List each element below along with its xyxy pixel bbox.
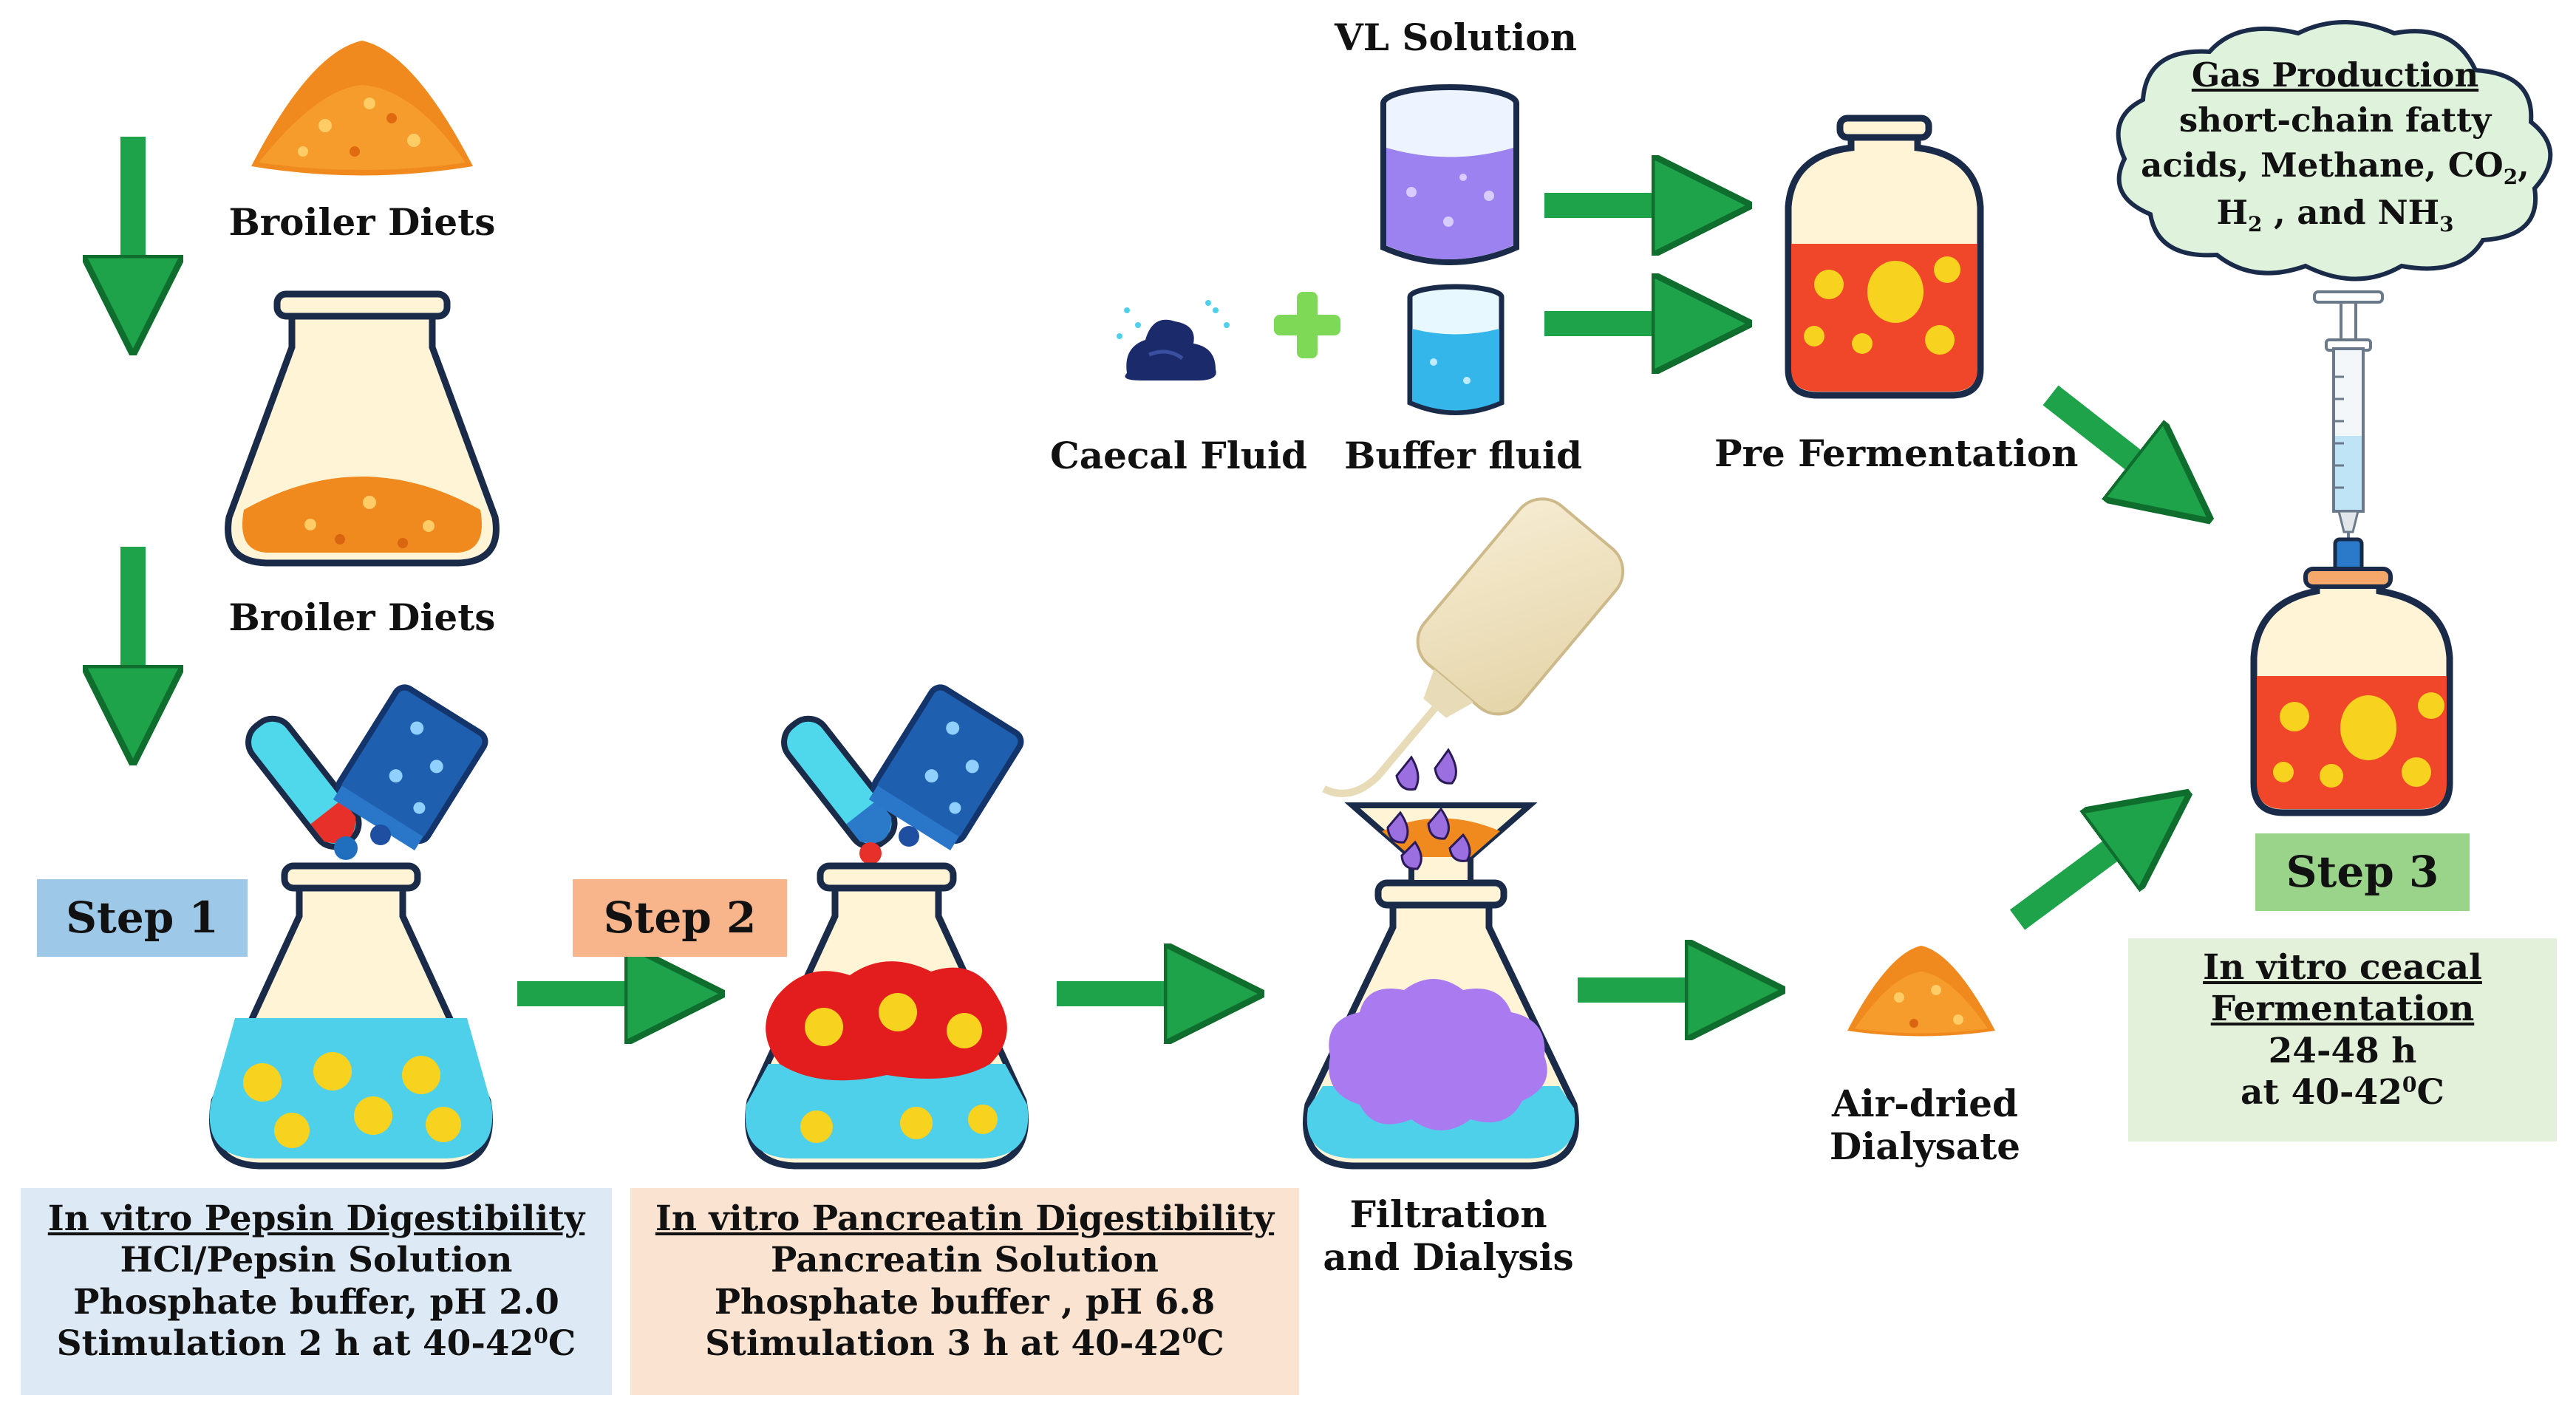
step2-reagent-bottle-icon <box>868 684 1024 850</box>
flow-arrows <box>133 137 2176 994</box>
vl-solution-beaker-icon <box>1380 84 1519 265</box>
flask-broiler-diets-icon <box>225 290 500 567</box>
step1-title: In vitro Pepsin Digestibility <box>47 1198 585 1239</box>
label-air-dried-line1: Air-dried <box>1832 1082 2018 1125</box>
pre-fermentation-bottle-icon <box>1785 115 1984 399</box>
step3-title-line1: In vitro ceacal <box>2203 947 2482 988</box>
flask-filtration-icon <box>1303 802 1579 1170</box>
plus-icon <box>1274 292 1340 358</box>
label-vl-solution: VL Solution <box>1335 16 1577 59</box>
step3-info-box: In vitro ceacal Fermentation 24-48 h at … <box>2128 938 2557 1141</box>
label-filtration: Filtration and Dialysis <box>1278 1193 1618 1278</box>
gas-production-line1: short-chain fatty <box>2178 100 2492 140</box>
step3-title-line2: Fermentation <box>2210 989 2475 1030</box>
syringe-icon <box>2313 290 2384 562</box>
label-broiler-diets-flask: Broiler Diets <box>228 595 496 639</box>
caecal-fluid-icon <box>1117 300 1230 380</box>
flask-step2-icon <box>745 862 1029 1170</box>
flask-step1-icon <box>209 862 493 1170</box>
purple-droplets-icon <box>1395 748 1457 791</box>
step3-line1: 24-48 h <box>2268 1030 2417 1071</box>
step2-line2: Phosphate buffer , pH 6.8 <box>714 1281 1216 1323</box>
label-pre-fermentation: Pre Fermentation <box>1714 431 2079 475</box>
step2-badge: Step 2 <box>573 879 787 957</box>
arrow-prefermentation-to-step3 <box>2042 385 2176 494</box>
step1-line2: Phosphate buffer, pH 2.0 <box>73 1281 559 1323</box>
arrow-dialysate-to-step3 <box>2009 819 2154 930</box>
label-air-dried-dialysate: Air-dried Dialysate <box>1788 1082 2062 1167</box>
label-air-dried-line2: Dialysate <box>1829 1124 2021 1168</box>
gas-production-title: Gas Production <box>2191 55 2479 95</box>
step1-reagent-bottle-icon <box>333 684 488 850</box>
step1-line3: Stimulation 2 h at 40-420C <box>56 1323 576 1365</box>
gas-production-line2: acids, Methane, CO2, <box>2141 145 2529 189</box>
gas-production-cloud <box>2116 20 2553 281</box>
label-broiler-diets-top: Broiler Diets <box>228 200 496 244</box>
label-filtration-line2: and Dialysis <box>1323 1235 1574 1279</box>
buffer-fluid-beaker-icon <box>1407 284 1505 415</box>
step2-title: In vitro Pancreatin Digestibility <box>655 1198 1275 1239</box>
step1-line1: HCl/Pepsin Solution <box>120 1240 513 1281</box>
step2-info-box: In vitro Pancreatin Digestibility Pancre… <box>630 1188 1299 1395</box>
label-filtration-line1: Filtration <box>1349 1192 1547 1236</box>
gas-production-text: Gas Production short-chain fatty acids, … <box>2128 53 2542 239</box>
step3-badge: Step 3 <box>2255 833 2470 911</box>
broiler-diet-pile-icon <box>251 41 473 176</box>
label-buffer-fluid: Buffer fluid <box>1344 434 1582 477</box>
step2-reagent-tube-icon <box>781 715 898 850</box>
label-caecal-fluid: Caecal Fluid <box>1049 434 1308 477</box>
step2-line1: Pancreatin Solution <box>771 1240 1159 1281</box>
gas-production-line3: H2 , and NH3 <box>2216 193 2454 237</box>
step1-badge: Step 1 <box>37 879 248 957</box>
step3-fermentation-bottle-icon <box>2250 537 2453 816</box>
step1-info-box: In vitro Pepsin Digestibility HCl/Pepsin… <box>21 1188 612 1395</box>
step2-line3: Stimulation 3 h at 40-420C <box>705 1323 1224 1365</box>
air-dried-dialysate-pile-icon <box>1847 946 1995 1037</box>
wash-bottle-icon <box>1322 497 1625 797</box>
step3-line2: at 40-420C <box>2241 1072 2444 1113</box>
